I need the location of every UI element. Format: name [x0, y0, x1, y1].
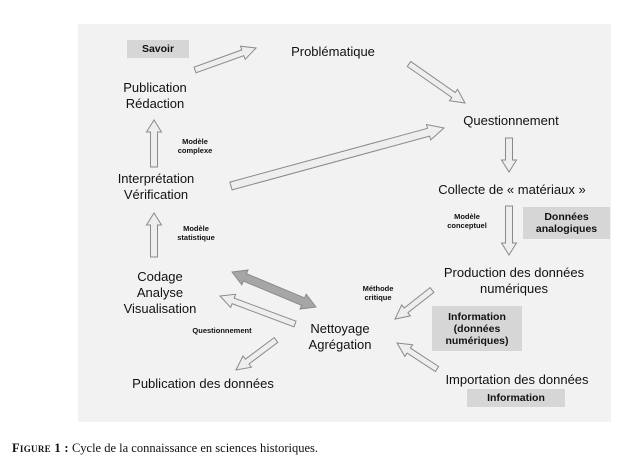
node-codage: Codage Analyse Visualisation [110, 269, 210, 317]
label-line: conceptuel [447, 221, 487, 230]
node-text-line: Visualisation [123, 301, 197, 316]
label-line: complexe [177, 146, 213, 155]
caption-text: Cycle de la connaissance en sciences his… [68, 441, 319, 455]
node-text: Collecte de « matériaux » [438, 182, 586, 197]
node-nettoyage: Nettoyage Agrégation [290, 321, 390, 353]
label-methode-critique: Méthode critique [356, 284, 400, 302]
node-publication-redaction: Publication Rédaction [110, 80, 200, 112]
node-text-line: Analyse [136, 285, 184, 300]
label-line: Modèle [183, 224, 209, 233]
node-text-line: Codage [137, 269, 183, 284]
node-collecte: Collecte de « matériaux » [417, 182, 607, 198]
figure-caption: Figure 1 : Cycle de la connaissance en s… [12, 441, 318, 456]
node-text-line: Rédaction [125, 96, 185, 111]
node-text-line: Vérification [123, 187, 189, 202]
node-text-line: Nettoyage [310, 321, 370, 336]
tag-line: analogiques [535, 223, 598, 235]
node-text-line: Interprétation [117, 171, 195, 186]
caption-figure-number: Figure 1 : [12, 441, 69, 455]
tag-savoir-text: Savoir [141, 43, 175, 55]
tag-line: Information [448, 310, 506, 323]
tag-donnees-analogiques: Données analogiques [523, 207, 610, 239]
label-modele-complexe: Modèle complexe [170, 137, 220, 155]
tag-line: numériques) [445, 334, 509, 347]
node-importation: Importation des données [427, 372, 607, 388]
node-text: Questionnement [463, 113, 559, 128]
node-text-line: Publication [123, 80, 187, 95]
label-line: Modèle [182, 137, 208, 146]
label-questionnement-small: Questionnement [183, 326, 261, 335]
label-modele-statistique: Modèle statistique [170, 224, 222, 242]
tag-line: Données [544, 211, 589, 223]
label-line: Méthode [362, 284, 394, 293]
node-interpretation: Interprétation Vérification [106, 171, 206, 203]
label-line: critique [364, 293, 392, 302]
node-text: Problématique [291, 44, 375, 59]
diagram-panel [78, 24, 611, 422]
tag-information: Information [467, 389, 565, 407]
label-modele-conceptuel: Modèle conceptuel [440, 212, 494, 230]
node-problematique: Problématique [273, 44, 393, 60]
tag-information-text: Information [487, 392, 545, 404]
node-text-line: numériques [480, 281, 548, 296]
label-line: Modèle [454, 212, 480, 221]
node-text: Publication des données [132, 376, 274, 391]
tag-savoir: Savoir [127, 40, 189, 58]
tag-information-numeriques: Information (données numériques) [432, 306, 522, 351]
tag-line: (données [453, 322, 501, 335]
node-production: Production des données numériques [419, 265, 609, 297]
node-questionnement: Questionnement [441, 113, 581, 129]
label-line: Questionnement [192, 326, 252, 335]
node-text-line: Agrégation [308, 337, 372, 352]
node-text: Importation des données [445, 372, 589, 387]
label-line: statistique [177, 233, 215, 242]
node-publication-donnees: Publication des données [118, 376, 288, 392]
node-text-line: Production des données [443, 265, 585, 280]
